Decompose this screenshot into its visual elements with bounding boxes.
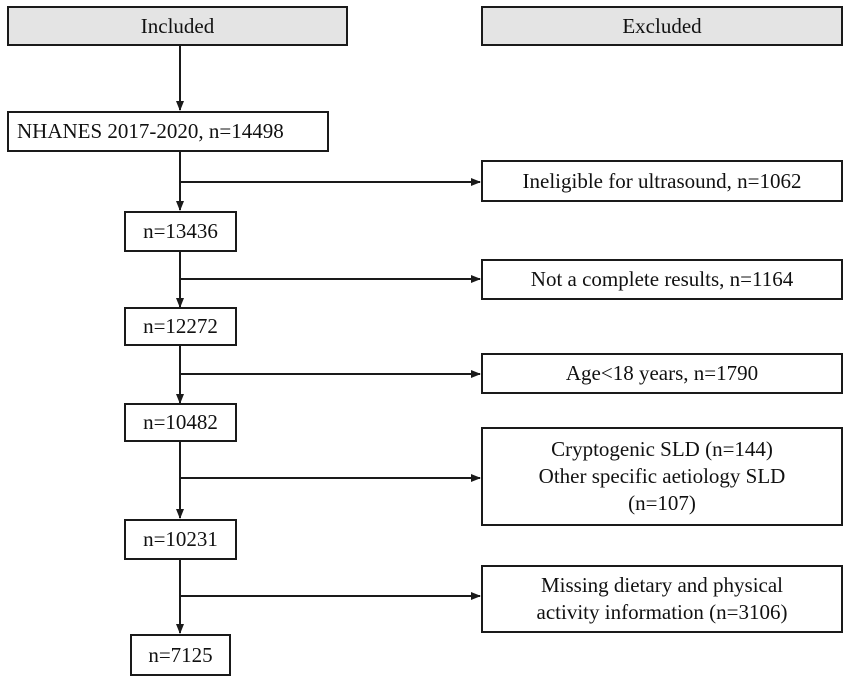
exclusion-box-ultrasound: Ineligible for ultrasound, n=1062 [481, 160, 843, 202]
included-step-final: n=7125 [130, 634, 231, 676]
exclusion-line: Other specific aetiology SLD [538, 464, 786, 488]
exclusion-line: Not a complete results, n=1164 [530, 267, 794, 291]
included-step-nhanes: NHANES 2017-2020, n=14498 [7, 111, 329, 152]
exclusion-box-sld: Cryptogenic SLD (n=144) Other specific a… [481, 427, 843, 526]
exclusion-box-missing-info: Missing dietary and physical activity in… [481, 565, 843, 633]
exclusion-line: Age<18 years, n=1790 [565, 361, 759, 385]
exclusion-line: activity information (n=3106) [536, 600, 788, 624]
exclusion-line: Cryptogenic SLD (n=144) [551, 437, 773, 461]
exclusion-line: (n=107) [628, 491, 696, 515]
included-step-4: n=10231 [124, 519, 237, 560]
included-step-3: n=10482 [124, 403, 237, 442]
exclusion-box-age: Age<18 years, n=1790 [481, 353, 843, 394]
exclusion-line: Missing dietary and physical [540, 573, 784, 597]
included-step-1: n=13436 [124, 211, 237, 252]
excluded-header: Excluded [481, 6, 843, 46]
included-header: Included [7, 6, 348, 46]
included-step-2: n=12272 [124, 307, 237, 346]
exclusion-line: Ineligible for ultrasound, n=1062 [522, 168, 802, 193]
exclusion-box-incomplete: Not a complete results, n=1164 [481, 259, 843, 300]
